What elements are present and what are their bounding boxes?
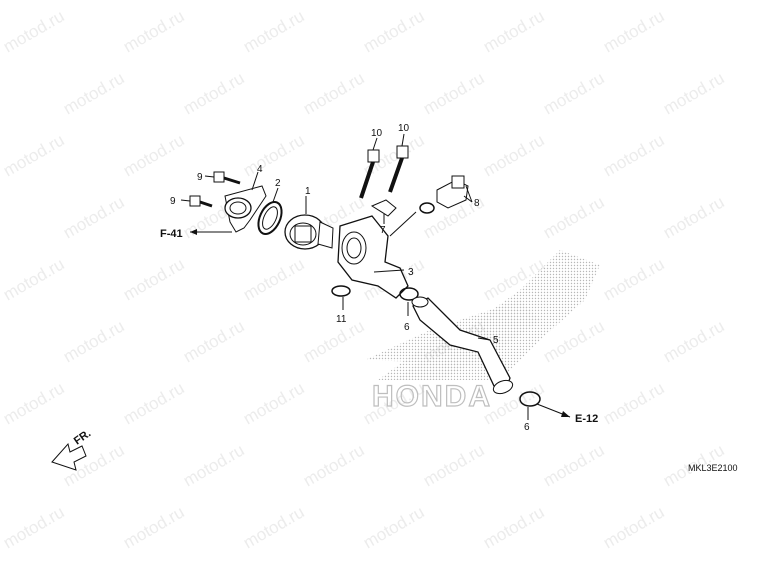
- o-ring-2: [257, 187, 283, 235]
- callout-8: 8: [474, 198, 480, 209]
- o-ring-11: [331, 285, 351, 310]
- bolt-9-lower: [180, 195, 213, 208]
- bolt-10-left: [359, 137, 380, 199]
- callout-6-lower: 6: [524, 422, 530, 433]
- callout-9-upper: 9: [197, 172, 203, 183]
- bolt-9-upper: [204, 171, 241, 185]
- callout-2: 2: [275, 178, 281, 189]
- ref-arrow-right: [536, 403, 571, 418]
- thermostat-housing-3: [337, 215, 409, 299]
- front-arrow: [51, 442, 87, 471]
- hose-clamp-6-lower: [519, 391, 541, 420]
- ref-label-left: F-41: [160, 228, 183, 240]
- front-label: FR.: [72, 427, 93, 447]
- temp-sensor-8: [389, 175, 473, 237]
- callout-10-left: 10: [371, 128, 383, 139]
- callout-4: 4: [257, 164, 263, 175]
- hose-clamp-6-upper: [399, 287, 419, 316]
- thermostat-cover-4: [224, 171, 267, 233]
- callout-3: 3: [408, 267, 414, 278]
- callout-9-lower: 9: [170, 196, 176, 207]
- callout-7: 7: [380, 225, 386, 236]
- callout-10-right: 10: [398, 123, 410, 134]
- clip-7: [370, 199, 397, 224]
- water-hose-5: [411, 296, 514, 395]
- ref-arrow-left: [190, 229, 232, 235]
- thermostat-1: [284, 196, 334, 250]
- ref-label-right: E-12: [575, 413, 598, 425]
- bolt-10-right: [388, 133, 409, 193]
- callout-5: 5: [493, 335, 499, 346]
- diagram-code: MKL3E2100: [688, 463, 738, 473]
- callout-6-upper: 6: [404, 322, 410, 333]
- callout-11: 11: [336, 314, 347, 325]
- callout-1: 1: [305, 186, 311, 197]
- honda-lettering: HONDA: [372, 380, 492, 413]
